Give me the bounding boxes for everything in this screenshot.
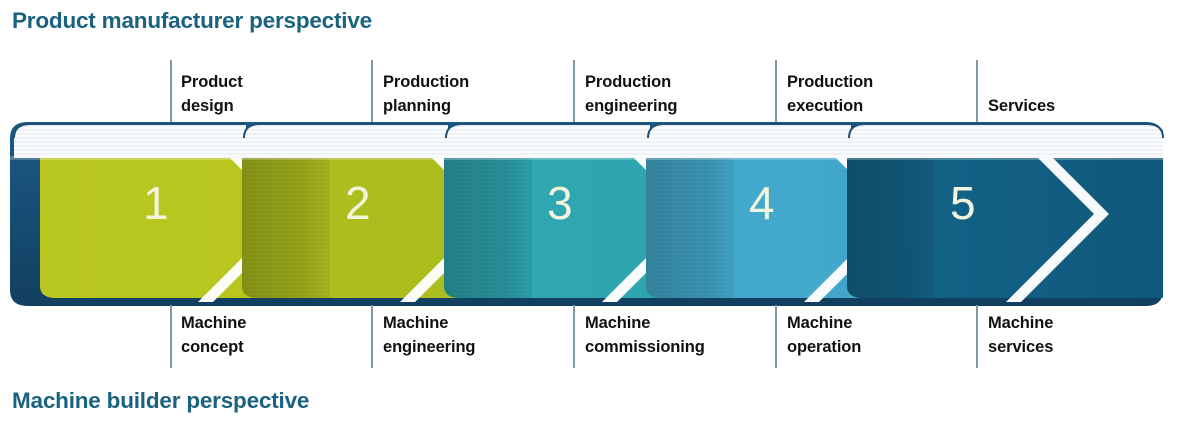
stage-top-label-1: Product design: [181, 73, 243, 115]
stage-number-4: 4: [749, 177, 775, 229]
stage-number-2: 2: [345, 177, 371, 229]
stage-bottom-label-5: Machine services: [988, 314, 1054, 356]
stage-number-3: 3: [547, 177, 573, 229]
separator-bottom-2: [371, 305, 373, 368]
stage-top-label-4: Production execution: [787, 73, 874, 115]
separator-bottom-5: [976, 305, 978, 368]
page-title-top: Product manufacturer perspective: [12, 8, 372, 33]
stage-top-label-5: Services: [988, 97, 1056, 115]
chevron-segment-5: [847, 130, 1163, 298]
page-title-bottom: Machine builder perspective: [12, 388, 310, 413]
stage-number-5: 5: [950, 177, 976, 229]
separator-bottom-1: [170, 305, 172, 368]
stage-top-label-3: Production engineering: [585, 73, 678, 115]
process-chevron-band: 1 2 3 4 5: [0, 118, 1200, 308]
separator-bottom-3: [573, 305, 575, 368]
separator-top-3: [573, 60, 575, 123]
stage-bottom-label-4: Machine operation: [787, 314, 862, 356]
separator-top-2: [371, 60, 373, 123]
stage-bottom-label-3: Machine commissioning: [585, 314, 705, 356]
chevron-top-ribbons: [13, 123, 1164, 158]
stage-top-label-2: Production planning: [383, 73, 470, 115]
stage-bottom-label-2: Machine engineering: [383, 314, 476, 356]
separator-top-1: [170, 60, 172, 123]
stage-number-1: 1: [143, 177, 169, 229]
separator-bottom-4: [775, 305, 777, 368]
separator-top-4: [775, 60, 777, 123]
stage-bottom-label-1: Machine concept: [181, 314, 247, 356]
separator-top-5: [976, 60, 978, 123]
